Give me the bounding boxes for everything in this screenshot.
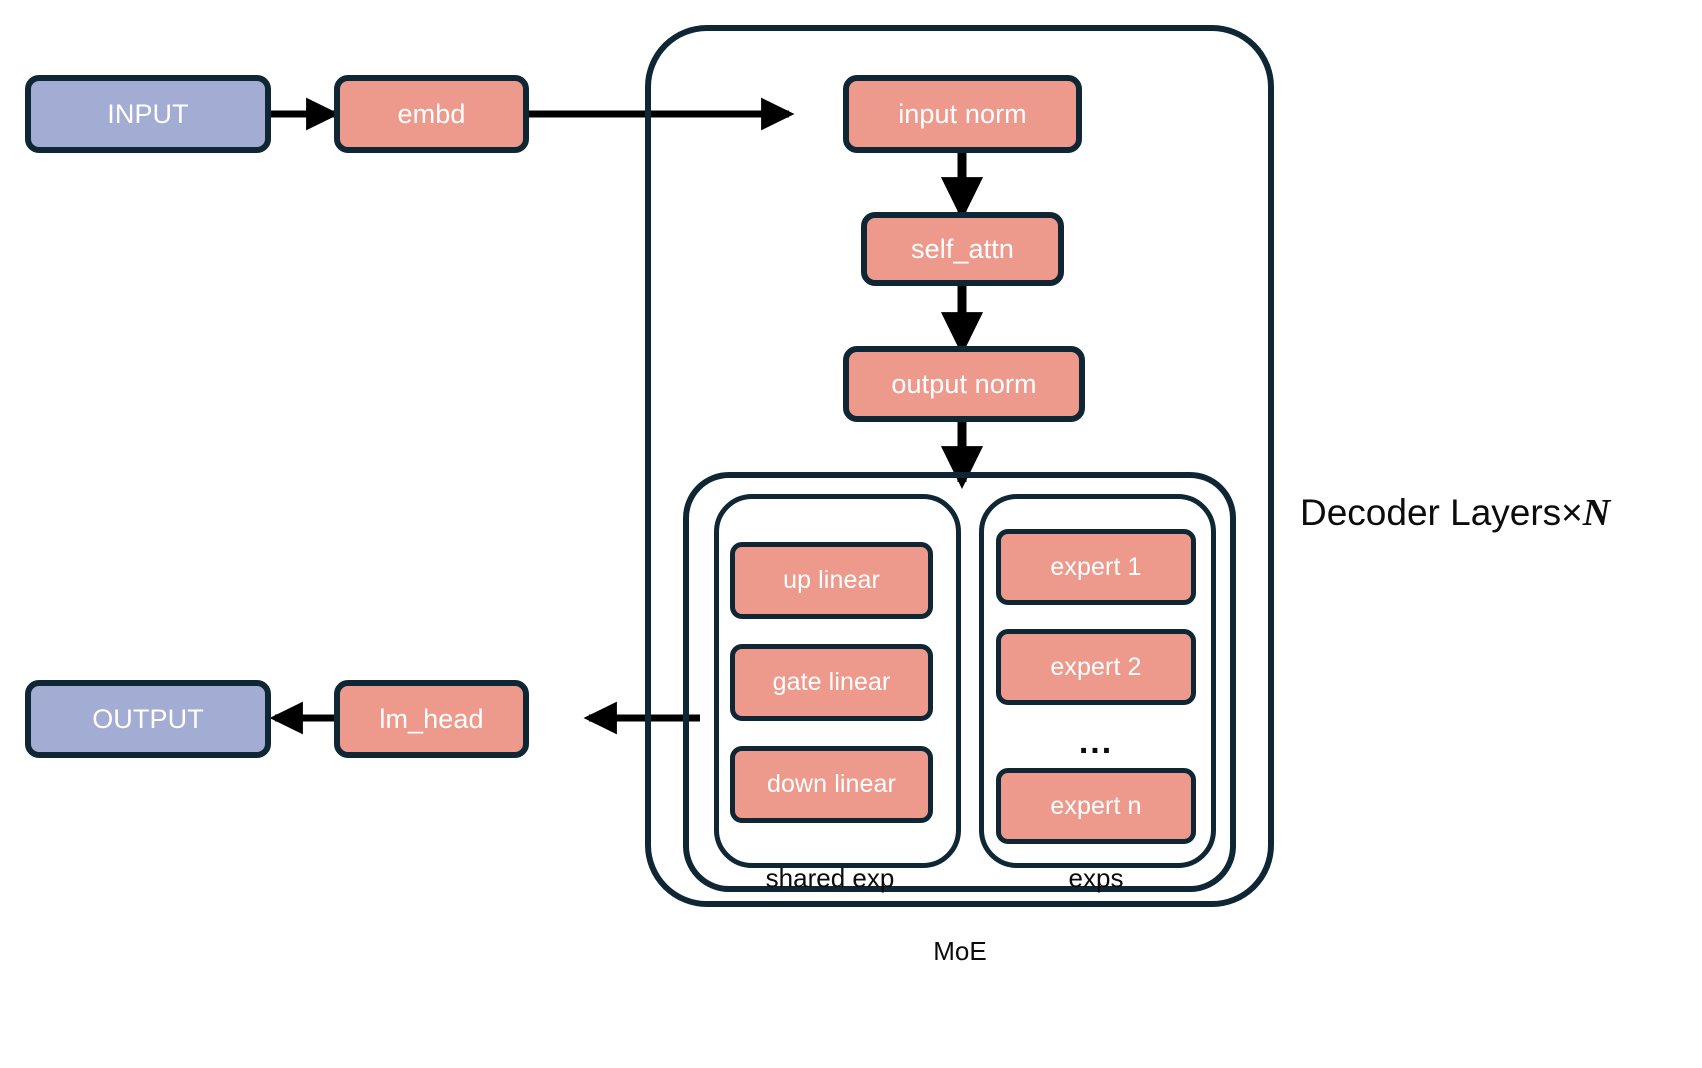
node-embd[interactable]: embd (334, 75, 529, 153)
node-input-label: INPUT (107, 98, 189, 129)
node-up-linear-label: up linear (783, 566, 880, 594)
decoder-layers-prefix: Decoder Layers× (1300, 492, 1583, 533)
node-embd-label: embd (397, 98, 466, 129)
node-expert-n-label: expert n (1050, 791, 1142, 820)
node-self-attn[interactable]: self_attn (861, 212, 1064, 286)
decoder-layer-container (645, 25, 1274, 907)
node-output[interactable]: OUTPUT (25, 680, 271, 758)
shared-expert-group (714, 494, 961, 868)
node-input-norm-label: input norm (898, 98, 1027, 129)
node-expert-n[interactable]: expert n (996, 768, 1196, 844)
node-expert-1[interactable]: expert 1 (996, 529, 1196, 605)
experts-group (979, 494, 1216, 868)
caption-exps: exps (1068, 863, 1124, 893)
node-expert-1-label: expert 1 (1050, 552, 1142, 581)
caption-shared-exp: shared exp (765, 863, 895, 893)
node-up-linear[interactable]: up linear (730, 542, 933, 619)
node-expert-2[interactable]: expert 2 (996, 629, 1196, 705)
caption-moe: MoE (933, 936, 987, 966)
node-lm-head[interactable]: lm_head (334, 680, 529, 758)
node-gate-linear[interactable]: gate linear (730, 644, 933, 721)
node-expert-2-label: expert 2 (1050, 652, 1142, 681)
node-lm-head-label: lm_head (379, 703, 484, 734)
node-gate-linear-label: gate linear (772, 668, 891, 696)
node-output-label: OUTPUT (92, 703, 204, 734)
node-self-attn-label: self_attn (911, 233, 1014, 264)
decoder-layers-count: N (1582, 492, 1611, 534)
decoder-layers-label: Decoder Layers×N (1300, 494, 1610, 532)
experts-ellipsis: ... (1078, 723, 1114, 761)
node-output-norm-label: output norm (891, 368, 1037, 399)
node-down-linear-label: down linear (767, 770, 896, 798)
node-down-linear[interactable]: down linear (730, 746, 933, 823)
node-input-norm[interactable]: input norm (843, 75, 1082, 153)
node-output-norm[interactable]: output norm (843, 346, 1085, 422)
node-input[interactable]: INPUT (25, 75, 271, 153)
